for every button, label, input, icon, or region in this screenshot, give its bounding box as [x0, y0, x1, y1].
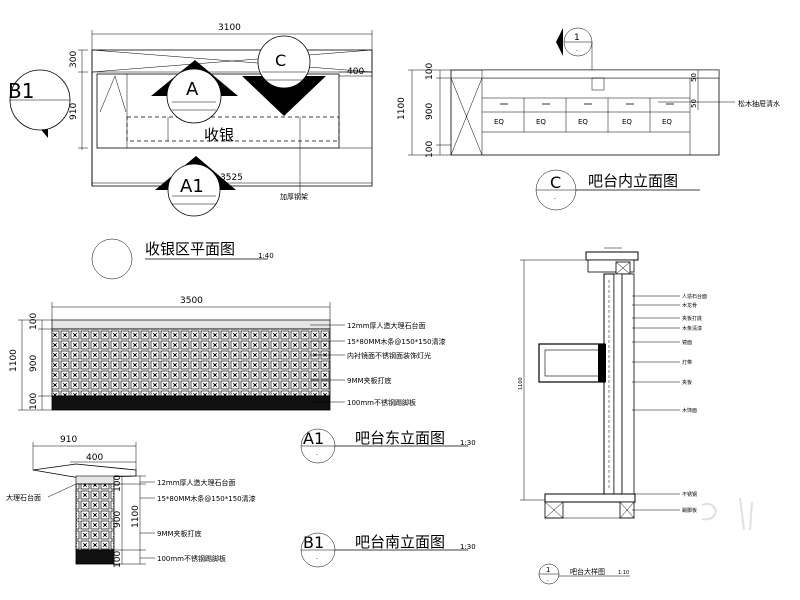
- a1-marker: A1: [303, 429, 324, 448]
- c-elevation: 1 - EQ EQ EQ EQ EQ: [397, 27, 780, 211]
- b1-marker-sub: -: [316, 556, 318, 562]
- c-dim-side2: 50: [690, 99, 698, 108]
- plan-marker-a1: A1: [155, 156, 236, 217]
- c-dim-100-top: 100: [425, 63, 435, 80]
- c-section-sub: -: [576, 48, 578, 54]
- section-note-4: 木条清漆: [682, 325, 702, 332]
- section-marker-sub: -: [547, 578, 549, 584]
- c-dim-100-bottom: 100: [425, 141, 435, 158]
- section-note-10: 踢脚板: [682, 507, 697, 514]
- b1-dim-400: 400: [86, 453, 103, 463]
- plan-scale: 1:40: [258, 252, 274, 260]
- a1-marker-sub: -: [316, 452, 318, 458]
- b1-dim-100-top: 100: [113, 475, 123, 492]
- c-dim-side: 50: [690, 73, 698, 82]
- section-note-7: 夹板: [682, 379, 692, 386]
- section-title: 吧台大样图: [570, 567, 605, 576]
- plan-note: 加厚钢架: [280, 192, 308, 201]
- b1-left-note: 大理石台面: [6, 493, 41, 502]
- a1-note-5: 100mm不锈钢踢脚板: [347, 398, 416, 407]
- plan-title: 收银区平面图: [145, 240, 235, 258]
- section-dim: 1100: [518, 377, 524, 390]
- section-note-2: 木龙骨: [682, 302, 697, 309]
- plan-dim-400: 400: [347, 67, 364, 77]
- b1-title: 吧台南立面图: [355, 533, 445, 551]
- b1-marker: B1: [303, 533, 324, 552]
- section-scale: 1:10: [618, 570, 629, 576]
- b1-dim-1100: 1100: [131, 505, 141, 528]
- a1-dim-100-bottom: 100: [29, 393, 39, 410]
- plan-counter-text: 收银: [204, 126, 234, 144]
- section-note-1: 人造石台面: [682, 293, 707, 300]
- a1-scale: 1:30: [460, 439, 476, 447]
- section-note-8: 木饰面: [682, 407, 697, 414]
- c-section-marker: 1: [574, 33, 580, 43]
- plan-dim-910: 910: [69, 103, 79, 120]
- a1-note-3: 内衬镜面不锈钢面装饰灯光: [347, 351, 431, 360]
- section-note-6: 灯带: [682, 359, 692, 366]
- b1-scale: 1:30: [460, 543, 476, 551]
- c-title: 吧台内立面图: [588, 172, 678, 190]
- a1-title: 吧台东立面图: [355, 429, 445, 447]
- b1-elevation: 910 400 大理石台面 100 900 1100 100 12mm厚人造大理…: [6, 435, 476, 568]
- a1-dim-1100: 1100: [9, 349, 19, 372]
- c-eq-5: EQ: [662, 118, 672, 126]
- c-dim-900: 900: [425, 103, 435, 120]
- a1-dim-900: 900: [29, 355, 39, 372]
- c-marker: C: [550, 173, 561, 192]
- b1-note-2: 15*80MM木条@150*150清漆: [157, 494, 256, 503]
- section-marker: 1: [546, 566, 550, 574]
- c-eq-3: EQ: [578, 118, 588, 126]
- section-detail: 1100 人造石台面: [518, 247, 707, 585]
- watermark: [701, 497, 753, 531]
- c-dim-1100: 1100: [397, 97, 407, 120]
- c-eq-2: EQ: [536, 118, 546, 126]
- c-note: 松木抽屉清水: [738, 99, 780, 108]
- c-eq-1: EQ: [494, 118, 504, 126]
- section-note-3: 夹板打底: [682, 315, 702, 322]
- plan-dim-3525: 3525: [220, 173, 243, 183]
- a1-dim-100-top: 100: [29, 313, 39, 330]
- plan-dim-300: 300: [69, 51, 79, 68]
- a1-note-1: 12mm厚人造大理石台面: [347, 321, 426, 330]
- plan-marker-c: C: [242, 35, 326, 116]
- a1-note-4: 9MM夹板打底: [347, 376, 392, 385]
- plan-marker-a-label: A: [186, 79, 199, 100]
- b1-note-3: 9MM夹板打底: [157, 529, 202, 538]
- b1-dim-100-bottom: 100: [113, 551, 123, 568]
- plan-marker-a1-label: A1: [180, 176, 204, 197]
- b1-note-1: 12mm厚人造大理石台面: [157, 478, 236, 487]
- a1-dim-3500: 3500: [180, 296, 203, 306]
- a1-note-2: 15*80MM木条@150*150清漆: [347, 337, 446, 346]
- cashier-plan: 3100 收银 300 910 400 3525: [8, 23, 373, 280]
- plan-marker-a: A: [151, 60, 238, 124]
- b1-dim-910: 910: [60, 435, 77, 445]
- plan-marker-c-label: C: [275, 51, 286, 70]
- section-note-9: 不锈钢: [682, 491, 697, 498]
- section-note-5: 镜面: [682, 339, 692, 346]
- a1-elevation: 3500 1100 100 900 100 12mm厚人造大理石台面 15*80…: [9, 296, 476, 464]
- b1-note-4: 100mm不锈钢踢脚板: [157, 554, 226, 563]
- c-eq-4: EQ: [622, 118, 632, 126]
- c-marker-sub: -: [554, 196, 556, 202]
- plan-marker-b1: B1: [8, 69, 71, 138]
- plan-dim-top: 3100: [218, 23, 241, 33]
- plan-marker-b1-label: B1: [8, 79, 34, 103]
- b1-dim-900: 900: [113, 511, 123, 528]
